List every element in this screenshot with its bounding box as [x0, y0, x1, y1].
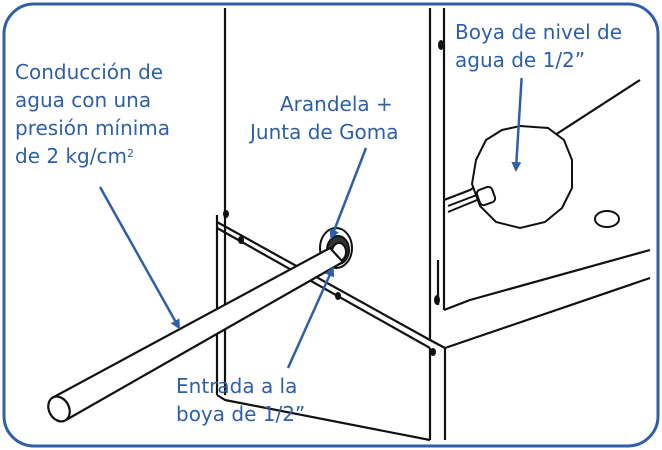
- label-conduccion-line3: presión mínima: [15, 116, 171, 140]
- label-boya-nivel-line2: agua de 1/2”: [455, 48, 586, 72]
- label-entrada-line2: boya de 1/2”: [176, 402, 306, 426]
- arrow-entrada: [286, 266, 335, 369]
- label-boya-nivel: Boya de nivel de agua de 1/2”: [455, 18, 622, 74]
- arrow-arandela: [329, 147, 368, 240]
- arrow-conduccion: [98, 186, 180, 330]
- label-arandela-line2: Junta de Goma: [250, 120, 399, 144]
- label-conduccion-line4-sup: 2: [126, 147, 134, 160]
- label-conduccion-line4-text: de 2 kg/cm: [15, 144, 127, 168]
- leader-arrows: [98, 71, 524, 369]
- screw-dots: [223, 40, 444, 356]
- label-conduccion-line1: Conducción de: [15, 60, 164, 84]
- float-ball: [470, 124, 573, 230]
- label-arandela-line1: Arandela +: [280, 92, 393, 116]
- water-pipe: [47, 246, 345, 423]
- arrow-boya-nivel: [511, 71, 524, 172]
- label-backing-boya: [452, 18, 642, 78]
- label-entrada-line1: Entrada a la: [176, 374, 298, 398]
- label-conduccion-line4: de 2 kg/cm2: [15, 142, 170, 170]
- float-valve: [447, 185, 497, 213]
- label-conduccion: Conducción de agua con una presión mínim…: [15, 58, 170, 170]
- label-boya-nivel-line1: Boya de nivel de: [455, 20, 623, 44]
- label-arandela: Arandela + Junta de Goma: [250, 90, 399, 146]
- label-entrada: Entrada a la boya de 1/2”: [176, 372, 305, 428]
- top-hole: [594, 210, 620, 228]
- label-conduccion-line2: agua con una: [15, 88, 152, 112]
